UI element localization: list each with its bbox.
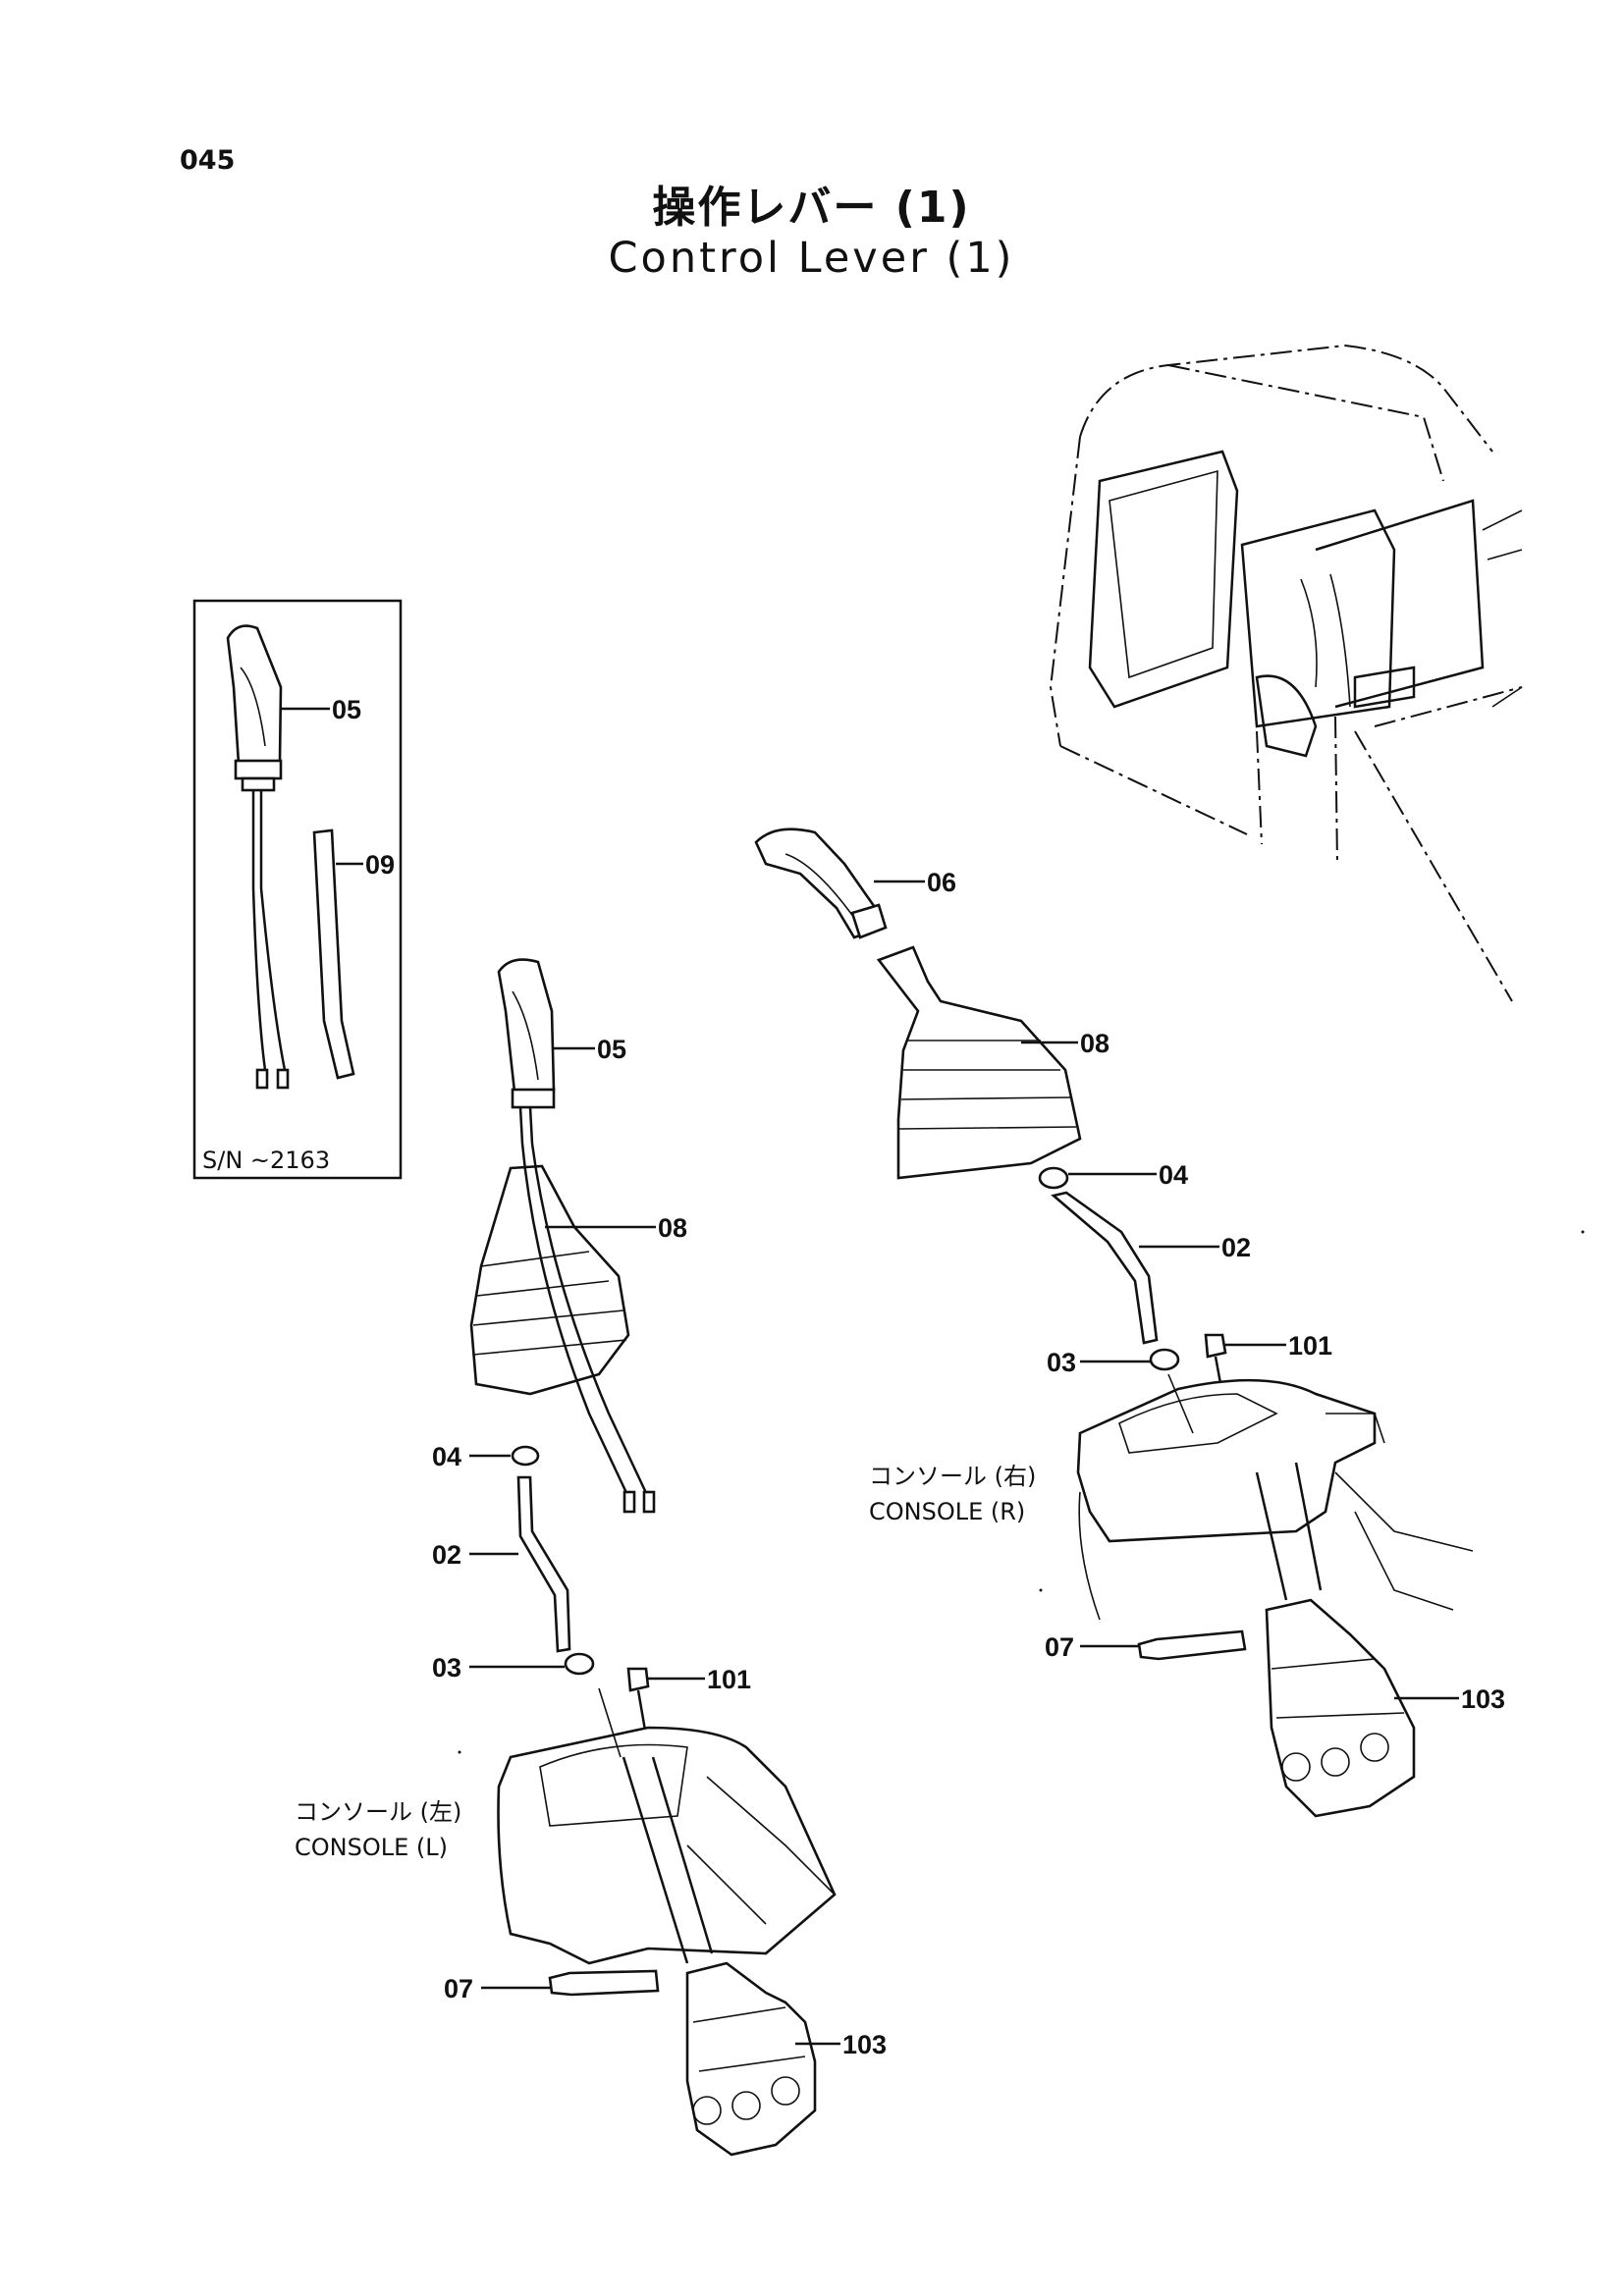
left-pilot-valve-103 [685, 1961, 817, 2157]
callout-right-101: 101 [1288, 1331, 1332, 1361]
callout-right-103: 103 [1461, 1684, 1505, 1714]
callout-right-06: 06 [927, 868, 956, 897]
console-left [497, 1726, 837, 1965]
callout-left-08: 08 [658, 1213, 687, 1243]
callout-right-08: 08 [1080, 1029, 1109, 1058]
right-control-lever-assembly [754, 828, 1474, 1818]
left-boot-08 [469, 1164, 630, 1396]
title-japanese: 操作レバー (1) [652, 183, 971, 233]
left-screw-101 [626, 1667, 650, 1692]
console-right-en: CONSOLE (R) [869, 1498, 1025, 1525]
callout-left-02: 02 [432, 1540, 461, 1570]
callout-right-03: 03 [1047, 1348, 1076, 1377]
callout-right-02: 02 [1221, 1233, 1251, 1262]
inset-box [192, 599, 403, 1180]
right-pilot-valve-103 [1265, 1598, 1416, 1818]
console-right-jp: コンソール (右) [869, 1463, 1036, 1490]
callout-inset-09: 09 [365, 850, 395, 880]
console-left-en: CONSOLE (L) [295, 1834, 448, 1861]
left-rod-02 [516, 1475, 571, 1653]
title-english: Control Lever (1) [608, 234, 1015, 283]
callout-left-03: 03 [432, 1653, 461, 1682]
callout-right-07: 07 [1045, 1632, 1074, 1662]
callout-right-04: 04 [1159, 1160, 1188, 1190]
callout-left-04: 04 [432, 1442, 461, 1471]
callout-inset-05: 05 [332, 695, 361, 724]
cab-illustration [1049, 344, 1523, 1002]
right-nut-04 [1038, 1166, 1069, 1190]
left-control-lever-assembly [469, 958, 840, 2157]
right-nut-03 [1149, 1348, 1180, 1371]
right-screw-101 [1204, 1333, 1227, 1359]
callout-left-05: 05 [597, 1035, 626, 1064]
callout-left-101: 101 [707, 1665, 751, 1694]
right-bolt-07 [1137, 1629, 1247, 1661]
console-right [1076, 1378, 1377, 1543]
right-boot-08 [876, 945, 1082, 1180]
callout-left-103: 103 [842, 2030, 887, 2059]
callout-left-07: 07 [444, 1974, 473, 2003]
left-bolt-07 [548, 1969, 660, 1997]
right-rod-02 [1051, 1191, 1159, 1345]
left-nut-04 [511, 1445, 540, 1467]
inset-tube-09 [312, 828, 355, 1080]
inset-serial-note: S/N ~2163 [202, 1147, 330, 1174]
page-number: 045 [180, 145, 236, 176]
console-left-jp: コンソール (左) [295, 1798, 461, 1826]
left-nut-03 [564, 1652, 595, 1676]
